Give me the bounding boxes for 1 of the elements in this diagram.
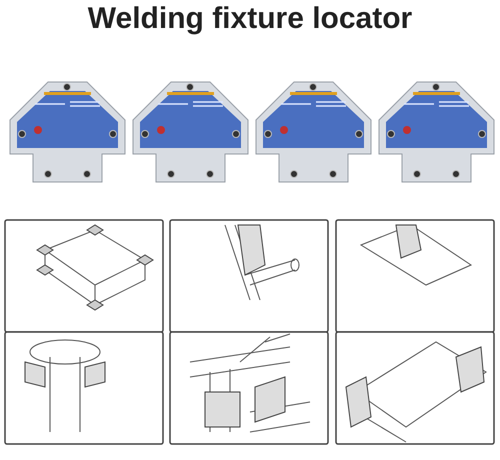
title: Welding fixture locator	[86, 2, 414, 36]
